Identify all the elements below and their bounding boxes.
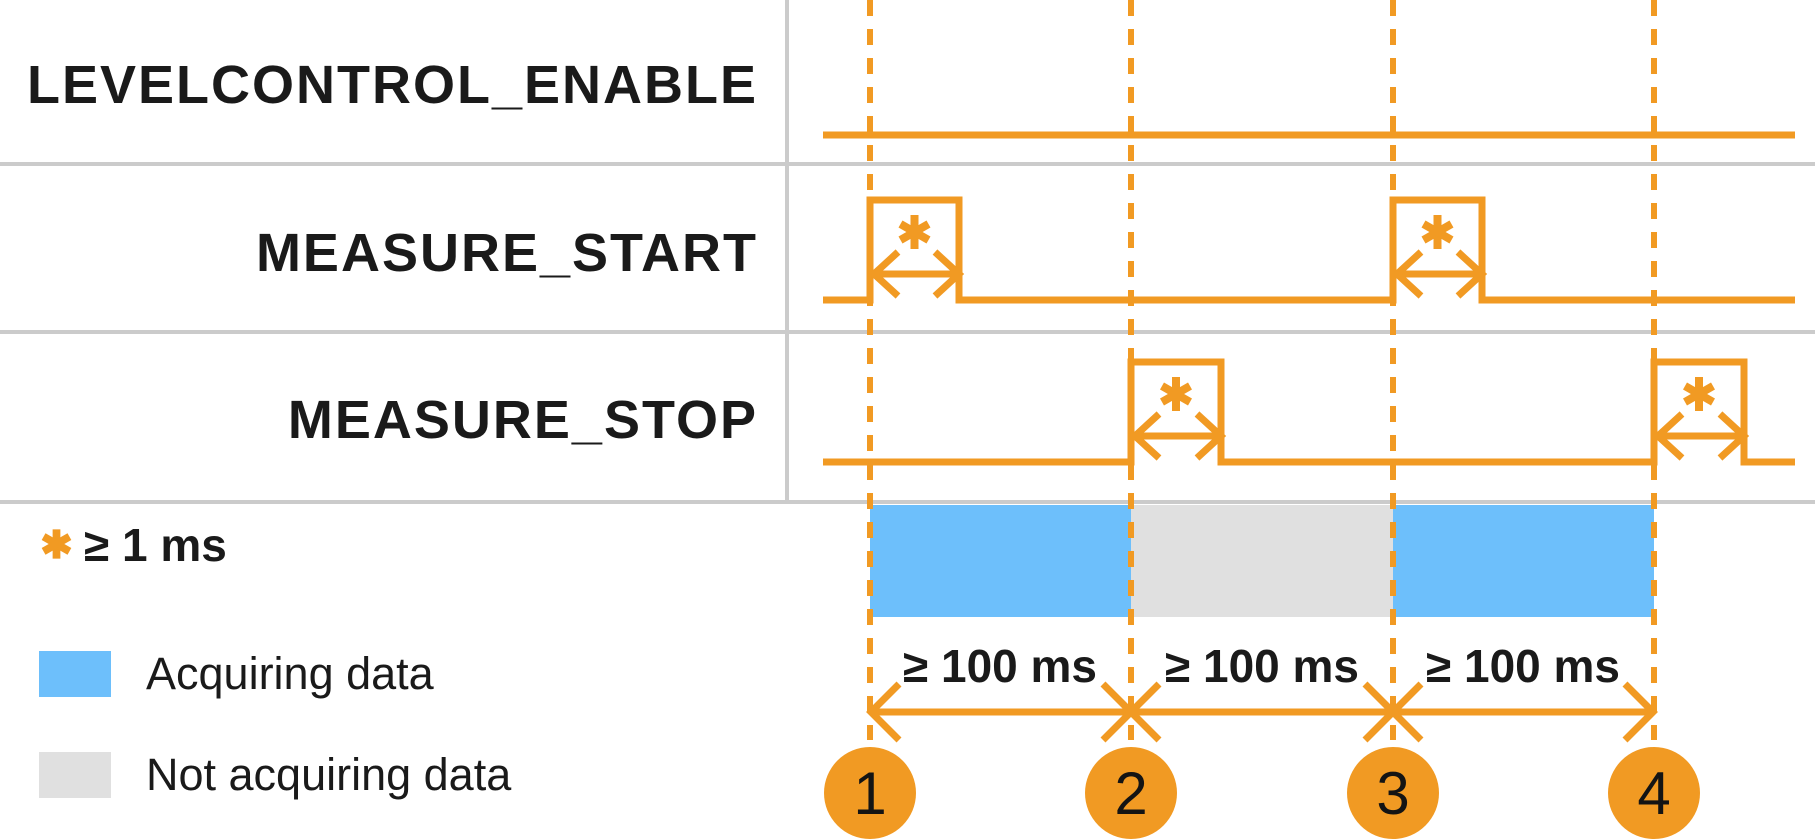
pulse-width-annotation-1 [868, 215, 965, 299]
time-marker-number: 2 [1114, 759, 1148, 827]
not-acquiring-swatch [39, 752, 111, 798]
legend-item-acquiring: Acquiring data [39, 651, 434, 697]
pulse-width-annotation-3 [1391, 215, 1488, 299]
row-divider-3 [0, 500, 1815, 504]
acquiring-bar-1 [870, 505, 1131, 617]
arrowhead-left-icon [1129, 411, 1162, 461]
signal-label-levelcontrol-enable: LEVELCONTROL_ENABLE [26, 55, 758, 115]
arrowhead-right-icon [1455, 249, 1488, 299]
dashed-guide-2 [1128, 0, 1134, 740]
row-divider-2 [0, 330, 1815, 334]
measure-stop-trace [823, 358, 1795, 466]
interval-arrow [866, 681, 1658, 743]
legend-item-not-acquiring: Not acquiring data [39, 752, 511, 798]
arrowhead-right-icon [1194, 411, 1227, 461]
row-divider-1 [0, 162, 1815, 166]
time-marker-number: 4 [1637, 759, 1671, 827]
arrowhead-right-icon [1622, 681, 1658, 743]
legend-item-label: Not acquiring data [146, 749, 512, 800]
asterisk-icon [41, 529, 72, 559]
arrowhead-left-icon [1652, 411, 1685, 461]
time-marker-1: 1 [824, 747, 916, 839]
asterisk-icon [1683, 377, 1715, 411]
arrowhead-left-icon [866, 681, 902, 743]
measure-start-trace [823, 196, 1795, 304]
asterisk-note-text: ≥ 1 ms [84, 519, 227, 571]
interval-label-3: ≥ 100 ms [1425, 640, 1621, 692]
pulse-width-annotation-2 [1129, 377, 1227, 461]
label-column-divider [785, 0, 789, 502]
time-marker-4: 4 [1608, 747, 1700, 839]
arrowhead-left-icon [1391, 249, 1424, 299]
acquiring-swatch [39, 651, 111, 697]
time-marker-number: 1 [853, 759, 887, 827]
arrowhead-right-icon [1717, 411, 1750, 461]
time-marker-3: 3 [1347, 747, 1439, 839]
arrowhead-left-icon [868, 249, 901, 299]
pulse-width-annotation-4 [1652, 377, 1750, 461]
signal-label-measure-stop: MEASURE_STOP [287, 390, 758, 450]
dashed-guide-4 [1651, 0, 1657, 740]
interval-label-2: ≥ 100 ms [1164, 640, 1360, 692]
dashed-guide-3 [1390, 0, 1396, 740]
arrowhead-right-icon [932, 249, 965, 299]
time-marker-number: 3 [1376, 759, 1410, 827]
time-marker-2: 2 [1085, 747, 1177, 839]
legend-asterisk-note: ≥ 1 ms [41, 521, 227, 569]
signal-label-measure-start: MEASURE_START [255, 223, 758, 283]
interval-label-1: ≥ 100 ms [902, 640, 1098, 692]
asterisk-icon [898, 215, 931, 249]
asterisk-icon [1421, 215, 1454, 249]
dashed-guide-1 [867, 0, 873, 740]
acquiring-bar-2 [1393, 505, 1654, 617]
asterisk-icon [1160, 377, 1192, 411]
not-acquiring-bar [1131, 505, 1393, 617]
legend-item-label: Acquiring data [146, 648, 434, 699]
